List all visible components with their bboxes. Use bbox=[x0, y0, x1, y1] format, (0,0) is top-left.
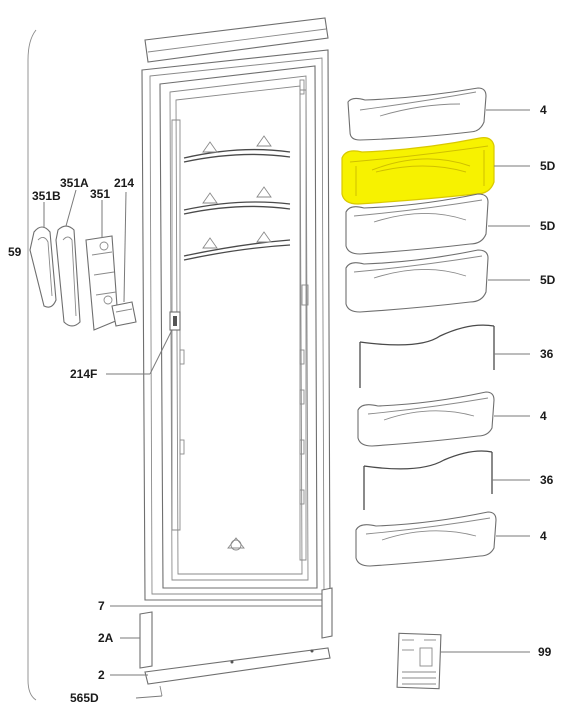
door-top-cap bbox=[144, 17, 329, 63]
door-liner bbox=[159, 65, 318, 589]
callout-99: 99 bbox=[538, 645, 552, 659]
manual-99 bbox=[396, 632, 442, 690]
bottom-parts bbox=[139, 587, 333, 697]
callout-5d-1: 5D bbox=[540, 159, 556, 173]
callout-36-2: 36 bbox=[540, 473, 554, 487]
callout-565d: 565D bbox=[70, 691, 99, 705]
part-351 bbox=[85, 235, 119, 331]
hinge-parts bbox=[29, 225, 137, 331]
callout-4-top: 4 bbox=[540, 103, 547, 117]
callout-4-bottom: 4 bbox=[540, 529, 547, 543]
shelf-4-mid bbox=[357, 391, 495, 447]
callout-7: 7 bbox=[98, 599, 105, 613]
door-assembly bbox=[141, 17, 331, 601]
wire-shelf-36-1 bbox=[359, 324, 495, 388]
shelf-4-top bbox=[347, 87, 487, 141]
callout-4-mid: 4 bbox=[540, 409, 547, 423]
callout-5d-3: 5D bbox=[540, 273, 556, 287]
part-2a-left bbox=[139, 611, 153, 669]
callout-5d-2: 5D bbox=[540, 219, 556, 233]
callout-351b: 351B bbox=[32, 189, 61, 203]
part-351b bbox=[29, 226, 57, 308]
callout-59: 59 bbox=[8, 245, 22, 259]
shelf-5d-2 bbox=[345, 193, 489, 255]
bracket-59 bbox=[27, 29, 37, 701]
callout-2: 2 bbox=[98, 668, 105, 682]
callout-351: 351 bbox=[90, 187, 110, 201]
shelf-5d-3 bbox=[345, 249, 489, 313]
callout-2a: 2A bbox=[98, 631, 114, 645]
part-214 bbox=[111, 301, 137, 327]
part-2-bar bbox=[144, 647, 331, 685]
callout-214: 214 bbox=[114, 176, 134, 190]
callout-351a: 351A bbox=[60, 176, 89, 190]
shelf-5d-highlighted bbox=[341, 137, 495, 205]
callout-214f: 214F bbox=[70, 367, 97, 381]
shelf-4-bottom bbox=[355, 511, 497, 567]
wire-shelf-36-2 bbox=[363, 450, 493, 510]
part-2a-right bbox=[321, 587, 333, 639]
callout-36-1: 36 bbox=[540, 347, 554, 361]
part-351a bbox=[55, 225, 81, 327]
